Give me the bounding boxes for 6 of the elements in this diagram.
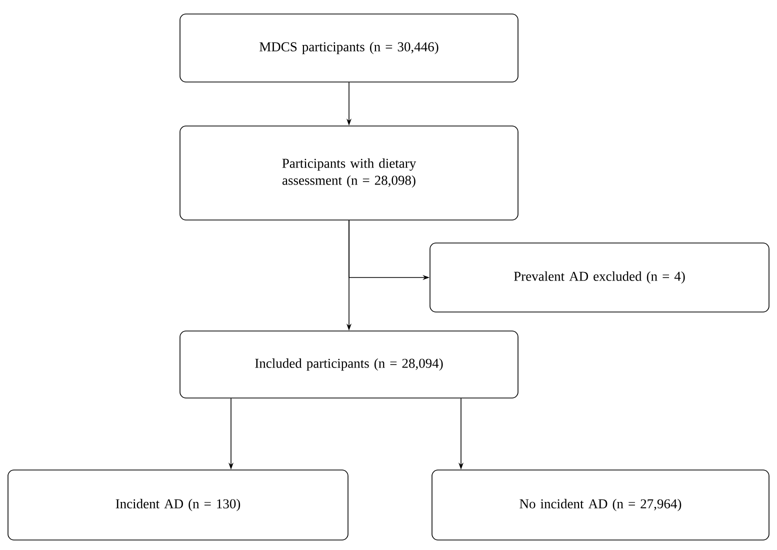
process-box: Incident AD (n = 130) [8,470,348,540]
process-box: Participants with dietary assessment (n = 28,098) [180,126,518,220]
process-box: MDCS participants (n = 30,446) [180,14,518,82]
process-box: Prevalent AD excluded (n = 4) [430,242,770,312]
process-box: No incident AD (n = 27,964) [432,470,770,540]
process-box: Included participants (n = 28,094) [180,330,518,398]
